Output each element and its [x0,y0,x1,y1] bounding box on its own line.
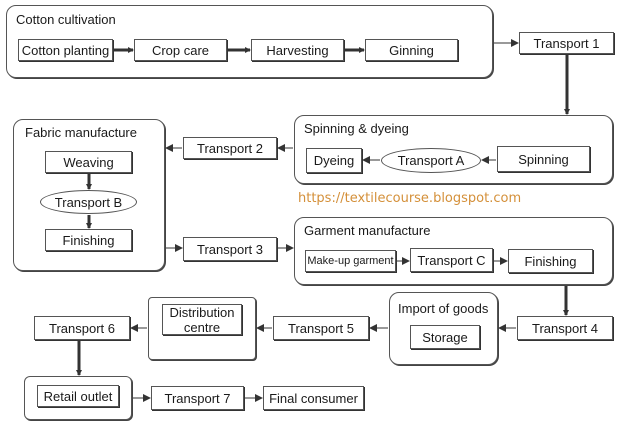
box-dyeing: Dyeing [306,148,362,173]
box-harvesting: Harvesting [251,39,344,61]
group-label-spinning-dyeing: Spinning & dyeing [304,121,409,136]
box-transport-7: Transport 7 [151,386,244,410]
group-label-fabric-manufacture: Fabric manufacture [25,125,137,140]
box-transport-6: Transport 6 [34,316,130,340]
box-transport-5: Transport 5 [273,316,369,340]
box-transport-3: Transport 3 [183,237,277,261]
box-makeup-garment: Make-up garment [305,250,396,272]
box-distribution-centre-label: Distribution centre [169,304,235,335]
group-label-import-of-goods: Import of goods [398,301,489,316]
box-finishing-fabric: Finishing [45,229,132,251]
box-transport-c: Transport C [410,248,493,272]
group-label-garment-manufacture: Garment manufacture [304,223,431,238]
box-finishing-garment: Finishing [508,249,593,273]
ellipse-transport-a: Transport A [381,148,481,173]
box-retail-outlet: Retail outlet [37,385,119,407]
box-spinning: Spinning [497,146,590,172]
box-ginning: Ginning [365,39,458,61]
watermark: https://textilecourse.blogspot.com [298,191,522,206]
box-transport-2: Transport 2 [183,137,277,159]
ellipse-transport-b: Transport B [40,190,137,214]
box-storage: Storage [410,325,480,349]
box-weaving: Weaving [45,151,132,173]
box-transport-1: Transport 1 [519,32,614,54]
box-cotton-planting: Cotton planting [18,39,113,61]
box-distribution-centre: Distribution centre [162,304,242,335]
box-crop-care: Crop care [134,39,227,61]
box-final-consumer: Final consumer [263,386,364,410]
box-transport-4: Transport 4 [517,316,613,340]
group-label-cotton-cultivation: Cotton cultivation [16,12,116,27]
